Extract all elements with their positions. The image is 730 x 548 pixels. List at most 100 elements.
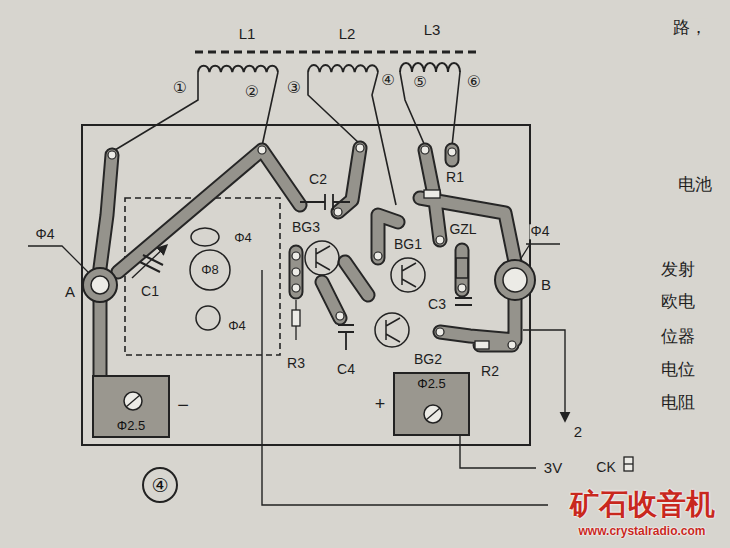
dimension-label: Φ2.5 <box>117 419 145 433</box>
part-label: BG1 <box>393 237 423 252</box>
coil-symbol <box>308 65 378 72</box>
coil-symbol <box>400 63 460 72</box>
figure-number: ④ <box>151 475 168 496</box>
callout-number: ② <box>244 83 260 101</box>
battery-pad: Φ2.5 <box>92 375 170 438</box>
transistor-symbol <box>305 241 339 275</box>
dimension-label: Φ4 <box>227 319 247 333</box>
watermark: 矿石收音机 <box>569 489 716 521</box>
solder-hole <box>292 268 300 276</box>
mount-pad <box>495 260 535 300</box>
solder-hole <box>258 146 266 154</box>
solder-hole <box>508 341 516 349</box>
transistor-symbol <box>402 263 416 287</box>
mount-hole <box>196 306 220 330</box>
resistor-symbol <box>292 310 300 326</box>
solder-hole <box>374 252 382 260</box>
body-text: 电阻 <box>660 394 696 413</box>
solder-hole <box>334 208 342 216</box>
part-label: C1 <box>140 284 160 299</box>
part-label: L3 <box>423 22 442 39</box>
dimension-label: Φ2.5 <box>417 377 445 391</box>
wire <box>262 270 548 505</box>
pad-hole <box>124 392 142 410</box>
variable-arrow <box>132 246 166 278</box>
callout-number: ⑥ <box>466 73 482 91</box>
solder-hole <box>356 144 364 152</box>
part-label: C2 <box>308 172 328 187</box>
resistor-symbol <box>424 190 440 198</box>
pad-mark <box>126 395 140 407</box>
dimension-label: Φ8 <box>200 263 220 277</box>
mount-hole <box>503 268 527 292</box>
solder-hole <box>436 328 444 336</box>
capacitor-symbol <box>300 194 350 210</box>
resistor-symbol <box>475 341 489 349</box>
copper-trace <box>100 148 515 378</box>
dimension-label: Φ4 <box>233 231 253 245</box>
callout-number: ⑤ <box>412 74 427 91</box>
part-label: BG2 <box>413 352 443 367</box>
wire-label: 2 <box>573 424 583 441</box>
capacitor-symbol <box>338 325 354 350</box>
part-label: C4 <box>336 362 356 377</box>
transistor-symbol <box>316 246 330 270</box>
leader-line <box>28 244 560 272</box>
transistor-symbol <box>391 258 425 292</box>
watermark-url: www.crystalradio.com <box>578 525 707 538</box>
callout-number: ④ <box>380 72 395 89</box>
solder-hole <box>108 151 116 159</box>
body-text: 电位 <box>660 361 696 380</box>
resistor-lead <box>295 300 296 340</box>
dashed-region <box>125 198 280 355</box>
pad-hole <box>424 405 442 423</box>
mount-hole <box>190 250 230 290</box>
core-dashes <box>195 51 480 54</box>
solder-hole <box>448 148 456 156</box>
mount-hole <box>191 228 219 246</box>
mount-hole <box>91 276 109 294</box>
part-label: GZL <box>448 222 477 237</box>
callout-number: ③ <box>286 79 302 97</box>
voltage-label: 3V <box>543 460 563 477</box>
part-label: C3 <box>427 297 447 312</box>
dimension-label: Φ4 <box>530 224 551 239</box>
part-label: R2 <box>480 364 500 379</box>
mount-pad <box>83 268 117 302</box>
callout-number: ① <box>172 79 188 97</box>
body-text: 发射 <box>660 261 696 280</box>
solder-hole <box>336 312 344 320</box>
polarity-sign: − <box>176 394 190 416</box>
solder-hole <box>292 252 300 260</box>
part-label: L2 <box>338 26 357 43</box>
part-label: R3 <box>286 356 306 371</box>
part-label: R1 <box>445 170 465 185</box>
capacitor-symbol <box>140 255 163 272</box>
pad-mark <box>426 408 440 420</box>
solder-hole <box>458 284 466 292</box>
point-label: A <box>64 284 76 301</box>
point-label: B <box>540 277 552 294</box>
coil-symbol <box>198 66 278 72</box>
wire-arrow <box>523 330 565 420</box>
switch-symbol <box>624 463 633 464</box>
solder-hole <box>292 284 300 292</box>
body-text: 电池 <box>677 176 713 195</box>
body-text: 欧电 <box>660 293 696 312</box>
polarity-sign: + <box>374 395 387 415</box>
battery-pad: Φ2.5 <box>393 372 470 436</box>
choke-symbol <box>456 258 468 278</box>
trace-outline <box>100 148 515 378</box>
part-label: BG3 <box>291 220 321 235</box>
solder-hole <box>436 236 444 244</box>
figure-number: ④ <box>142 467 178 503</box>
body-text: 位器 <box>660 328 696 347</box>
solder-holes <box>108 144 516 349</box>
transistor-symbol <box>375 313 409 347</box>
transistor-symbol <box>386 318 400 342</box>
dimension-label: Φ4 <box>35 227 56 242</box>
capacitor-symbol <box>455 298 472 305</box>
